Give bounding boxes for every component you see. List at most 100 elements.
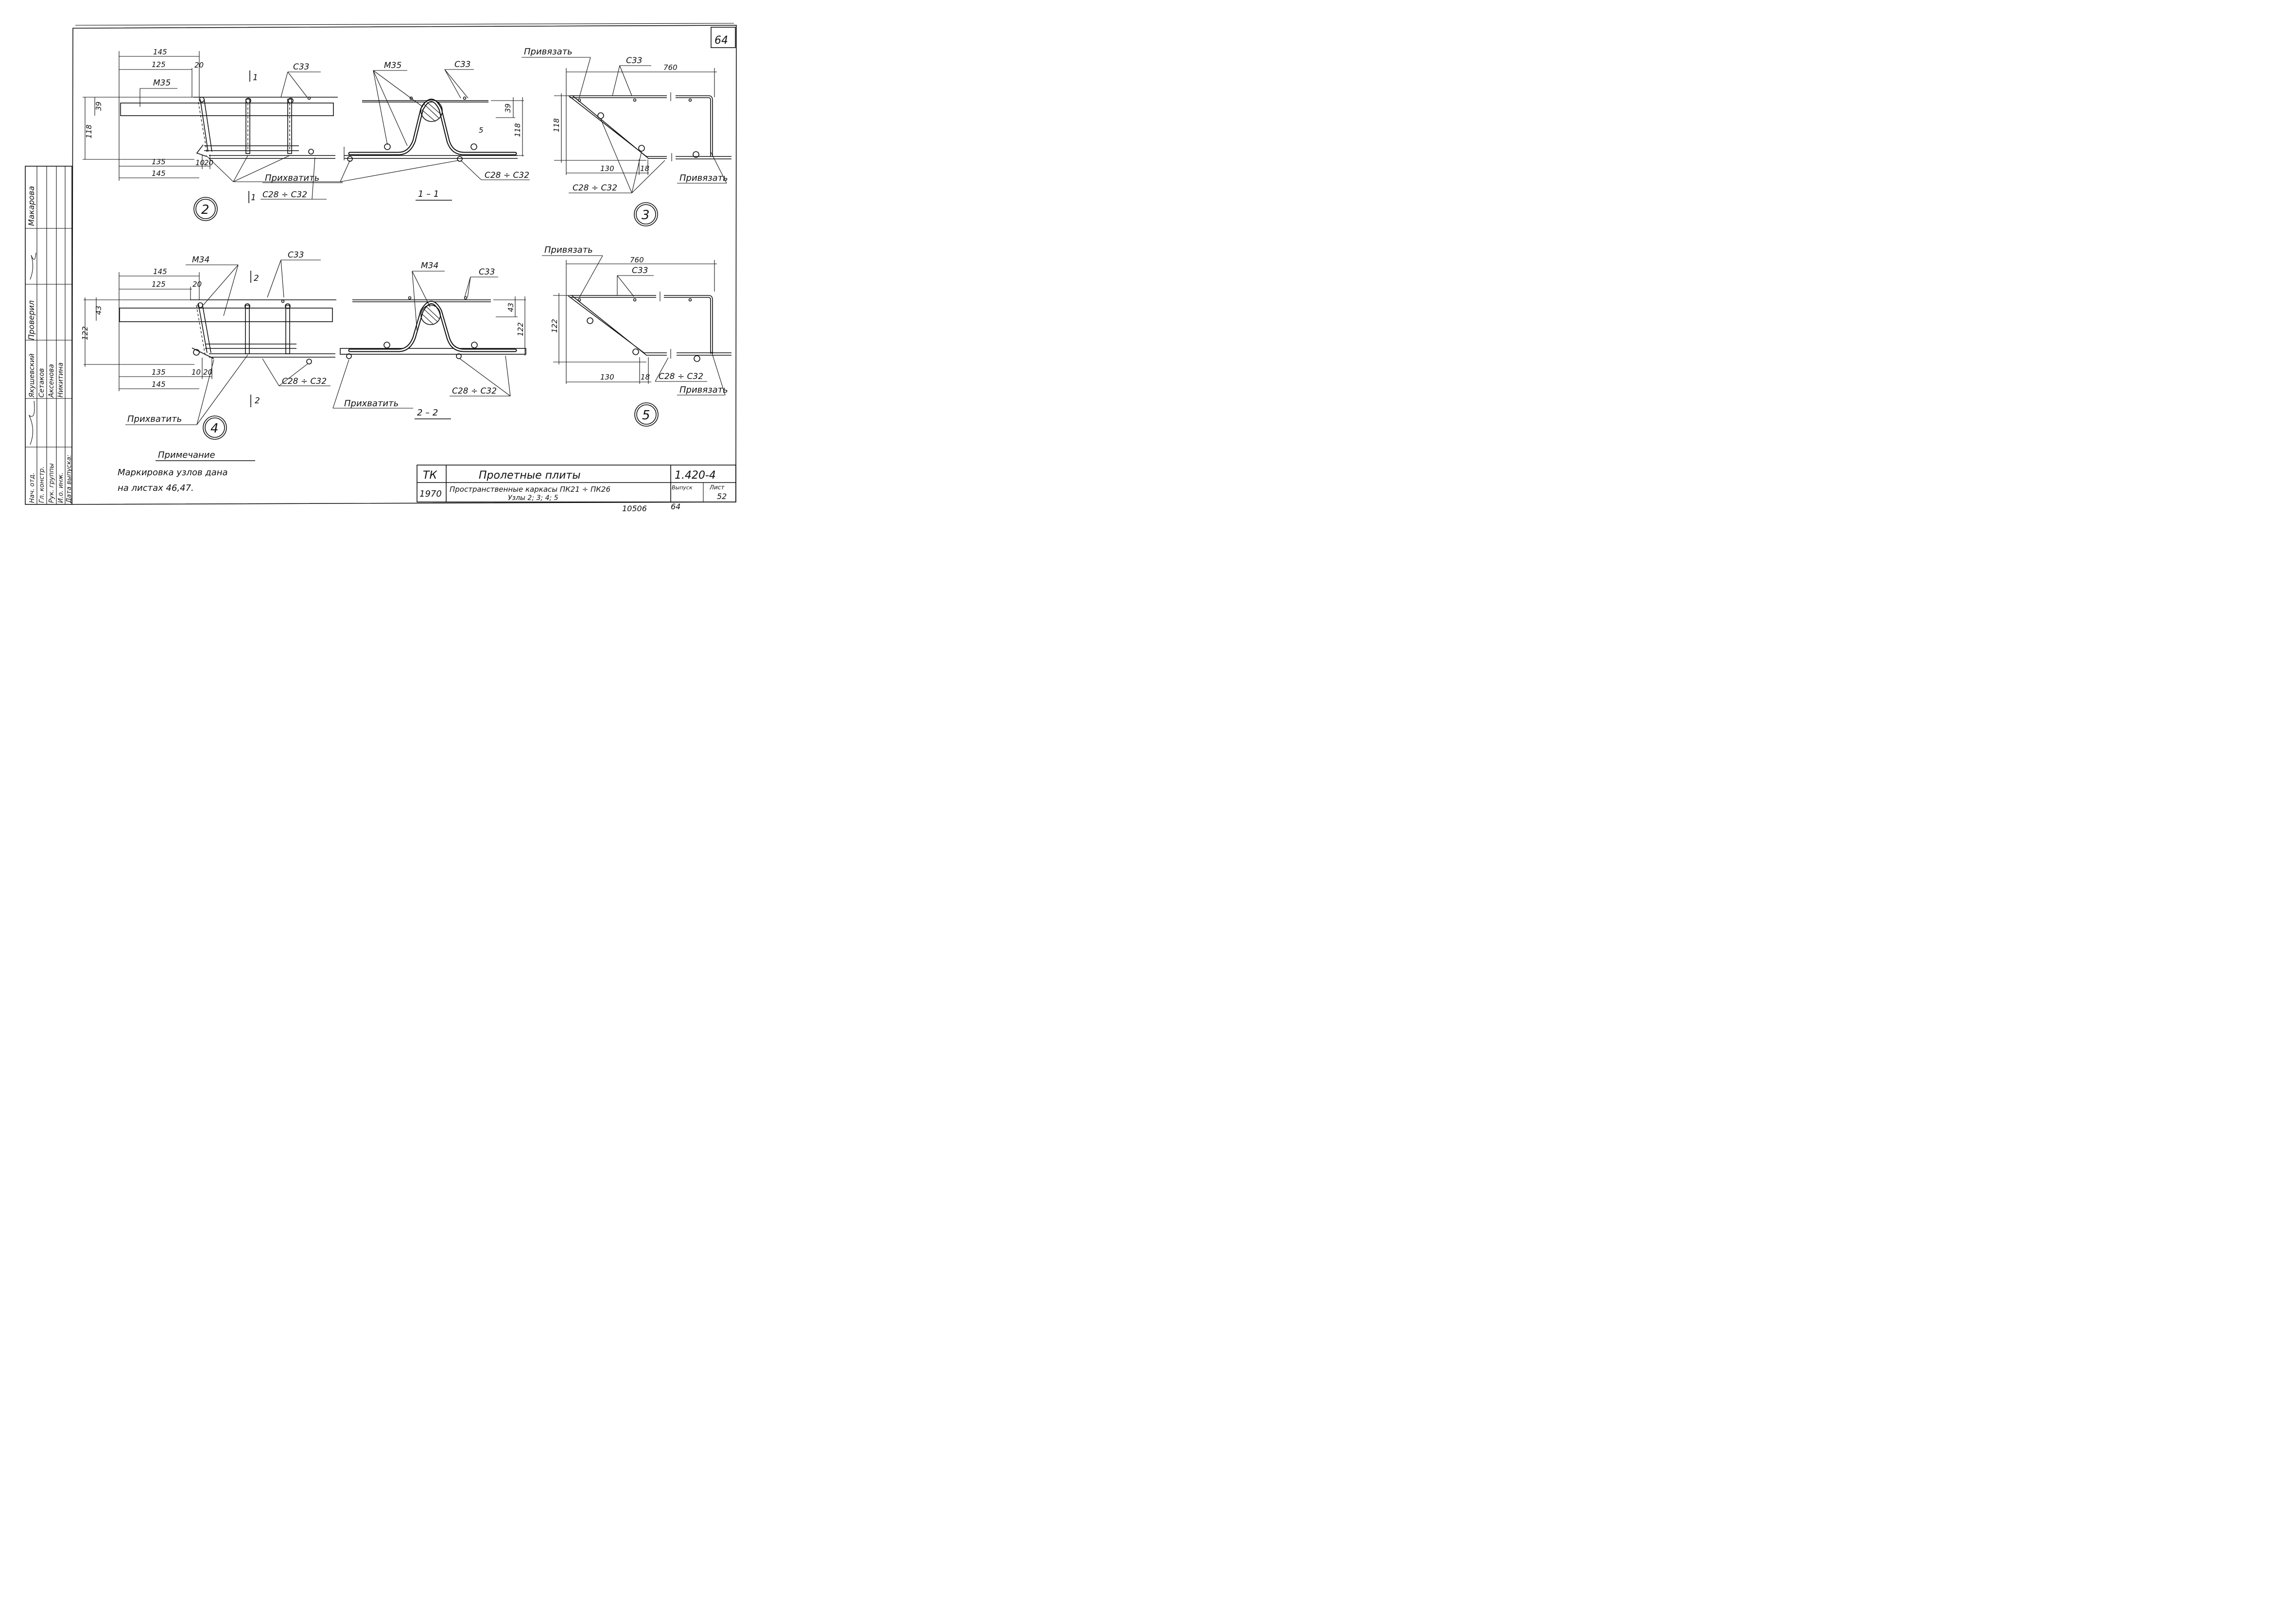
dim-122-n5: 122 <box>550 319 559 333</box>
section-title-2-2: 2 – 2 <box>417 408 438 418</box>
dim-122-n4: 122 <box>81 326 89 340</box>
label-m35: М35 <box>153 78 171 88</box>
label-m34-n4: М34 <box>192 255 209 265</box>
dim-145-top-n4: 145 <box>153 267 167 276</box>
dim-43-n4: 43 <box>94 306 103 315</box>
label-c28-node2: С28 ÷ С32 <box>262 190 307 200</box>
stamp-name-1: Якушевский <box>28 354 36 398</box>
dim-145-bot-n4: 145 <box>152 380 166 389</box>
dim-20-top-n4: 20 <box>192 280 202 289</box>
tb-archive-2: 64 <box>671 502 680 511</box>
stamp-name-3: Аксенова <box>48 364 55 398</box>
stamp-checked-label: Проверил <box>27 300 36 340</box>
dim-118: 118 <box>85 124 93 138</box>
node-number-4: 4 <box>210 421 219 436</box>
dim-18-n5: 18 <box>641 373 650 381</box>
label-c33-n3: С33 <box>626 56 643 66</box>
dim-760-n3: 760 <box>663 63 678 72</box>
node-5: 760 122 130 18 Привязать С33 С28 ÷ С32 П… <box>542 245 731 427</box>
dim-20-bot: 20 <box>204 158 213 167</box>
label-c33-n5: С33 <box>632 266 648 276</box>
stamp-role-1: Нач. отд. <box>29 473 36 503</box>
dim-39-s11: 39 <box>504 104 512 113</box>
label-tie-top-n3: Привязать <box>524 47 573 57</box>
dim-118-n3: 118 <box>552 118 561 132</box>
section-mark-1-top: 1 <box>253 73 258 83</box>
tb-title: Пролетные плиты <box>479 469 581 482</box>
dim-130-n5: 130 <box>600 373 614 381</box>
label-c28-s11: С28 ÷ С32 <box>485 171 529 180</box>
label-5-s11: 5 <box>479 126 484 135</box>
label-attach-n4: Прихватить <box>127 414 182 424</box>
dim-125-n4: 125 <box>152 280 166 289</box>
label-c28-s22: С28 ÷ С32 <box>452 386 497 396</box>
label-c33: С33 <box>293 62 310 72</box>
stamp-date-label: Дата выпуска: <box>66 455 73 503</box>
dim-10: 10 <box>195 158 205 167</box>
note-line-2: на листах 46,47. <box>118 483 194 493</box>
section-1-1: 39 118 М35 С33 5 С28 ÷ С32 1 – 1 <box>340 60 530 201</box>
section-title-1-1: 1 – 1 <box>418 189 439 199</box>
dim-18-n3: 18 <box>640 164 649 173</box>
note-block: Примечание Маркировка узлов дана на лист… <box>118 450 255 493</box>
node-number-5: 5 <box>642 408 650 423</box>
dim-145-bot: 145 <box>152 169 166 178</box>
dim-10-n4: 10 <box>191 368 201 377</box>
stamp-role-2: Гл. констр. <box>38 467 46 503</box>
tb-org: ТК <box>423 469 437 482</box>
node-4: 145 125 20 43 122 135 10 20 145 М34 <box>81 250 336 440</box>
approval-stamp: Макарова Проверил Якушевский Сетаков Акс… <box>25 166 73 505</box>
label-tie-bot-n3: Привязать <box>679 173 728 183</box>
section-mark-2-bot: 2 <box>255 396 260 406</box>
stamp-role-4: И.о. инж. <box>57 472 65 503</box>
title-block: ТК 1970 Пролетные плиты Пространственные… <box>417 465 736 513</box>
node-2: 145 125 20 39 118 135 <box>83 48 343 221</box>
label-c33-s11: С33 <box>454 60 471 69</box>
label-tie-bot-n5: Привязать <box>679 385 728 395</box>
tb-sheet-label: Лист <box>709 484 725 491</box>
node-3: 760 118 130 18 Привязать С33 С28 ÷ С32 <box>522 47 731 226</box>
stamp-checked-name: Макарова <box>27 186 36 226</box>
dim-760-n5: 760 <box>630 256 644 264</box>
label-tie-top-n5: Привязать <box>544 245 593 255</box>
node-number-3: 3 <box>642 208 650 223</box>
label-attach-node2: Прихватить <box>265 173 319 183</box>
dim-145-top: 145 <box>153 48 167 56</box>
note-title: Примечание <box>158 450 215 460</box>
label-c28-n5: С28 ÷ С32 <box>659 372 703 381</box>
tb-subtitle: Пространственные каркасы ПК21 ÷ ПК26 <box>450 485 610 494</box>
dim-43-s22: 43 <box>506 303 515 312</box>
label-c33-s22: С33 <box>479 267 495 277</box>
stamp-name-2: Сетаков <box>38 368 46 397</box>
note-line-1: Маркировка узлов дана <box>118 467 228 478</box>
section-mark-1-bot: 1 <box>251 193 256 203</box>
label-m35-s11: М35 <box>384 61 401 70</box>
section-2-2: 43 122 М34 С33 С28 ÷ С32 Прихватить 2 – … <box>332 261 526 419</box>
dim-122-s22: 122 <box>516 322 525 336</box>
tb-archive: 10506 <box>622 504 647 513</box>
dim-20-top: 20 <box>194 61 204 69</box>
dim-118-s11: 118 <box>513 123 522 137</box>
label-c28-n3: С28 ÷ С32 <box>573 183 617 193</box>
dim-20-bot-n4: 20 <box>203 368 212 377</box>
label-m34-s22: М34 <box>421 261 438 271</box>
label-c33-n4: С33 <box>288 250 304 260</box>
stamp-role-3: Рук. группы <box>48 463 55 503</box>
node-number-2: 2 <box>201 203 209 217</box>
dim-125: 125 <box>152 60 166 69</box>
tb-year: 1970 <box>419 489 442 499</box>
dim-39: 39 <box>94 102 103 111</box>
tb-sheet-value: 52 <box>717 492 727 501</box>
tb-issue-label: Выпуск <box>672 484 693 491</box>
label-c28-n4: С28 ÷ С32 <box>282 377 327 386</box>
stamp-name-4: Никитина <box>57 363 65 397</box>
drawing-sheet: 64 Макарова Проверил Якушевский Сетаков … <box>25 23 737 513</box>
tb-code: 1.420-4 <box>675 469 716 482</box>
dim-135-n4: 135 <box>152 368 166 377</box>
label-attach-s22: Прихватить <box>344 398 399 409</box>
section-mark-2-top: 2 <box>254 274 259 283</box>
dim-130-n3: 130 <box>600 164 614 173</box>
sheet-number: 64 <box>714 35 728 47</box>
tb-subtitle2: Узлы 2; 3; 4; 5 <box>508 494 558 502</box>
dim-135: 135 <box>152 157 166 166</box>
